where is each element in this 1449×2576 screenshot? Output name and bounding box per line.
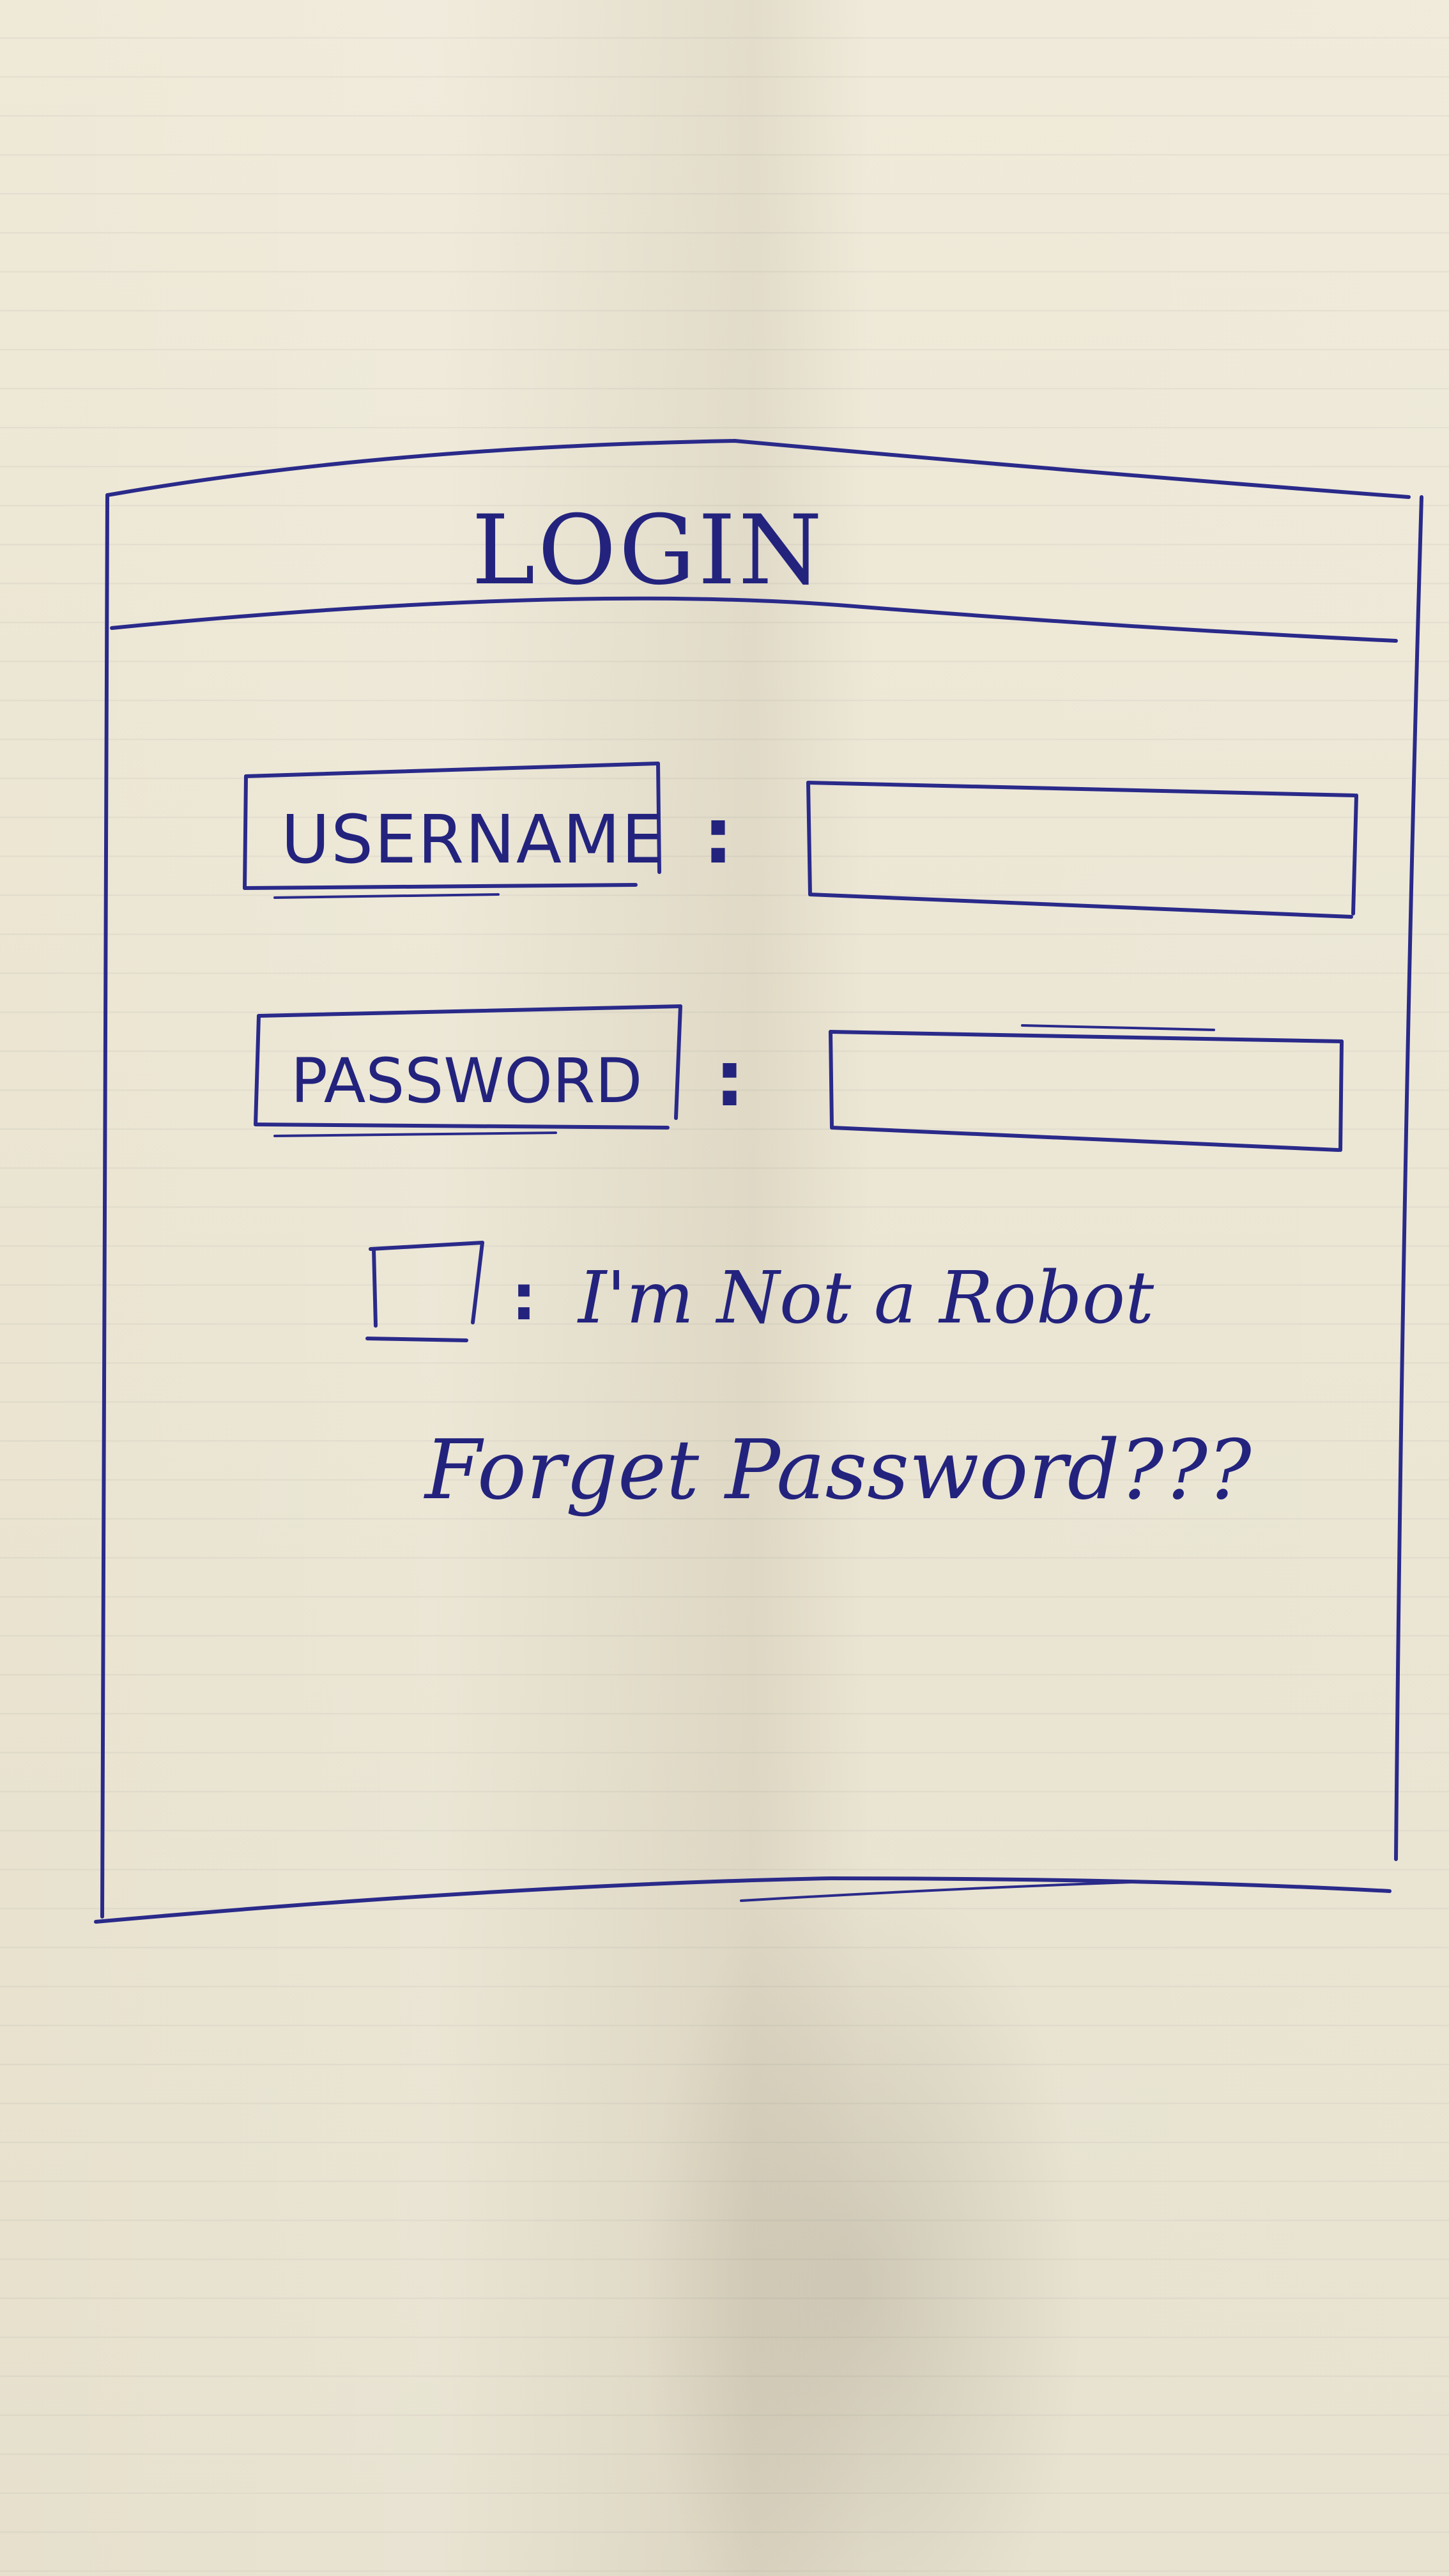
password-separator: :: [714, 1035, 745, 1124]
login-window-frame: [94, 439, 1423, 1924]
captcha-label: I'm Not a Robot: [577, 1257, 1154, 1340]
window-title: LOGIN: [471, 495, 825, 606]
password-label: PASSWORD: [291, 1045, 642, 1117]
username-separator: :: [703, 792, 733, 881]
password-label-box: [254, 1004, 682, 1137]
title-bar-divider: [110, 596, 1398, 643]
captcha-separator: :: [511, 1260, 537, 1335]
captcha-checkbox[interactable]: [365, 1241, 484, 1342]
username-label: USERNAME: [281, 801, 665, 878]
paper-shadow: [639, 1853, 1086, 2576]
username-label-box: [243, 762, 661, 899]
username-input-box[interactable]: [806, 781, 1358, 919]
password-input-box[interactable]: [829, 1024, 1344, 1152]
forgot-password-link[interactable]: Forget Password???: [424, 1423, 1252, 1518]
